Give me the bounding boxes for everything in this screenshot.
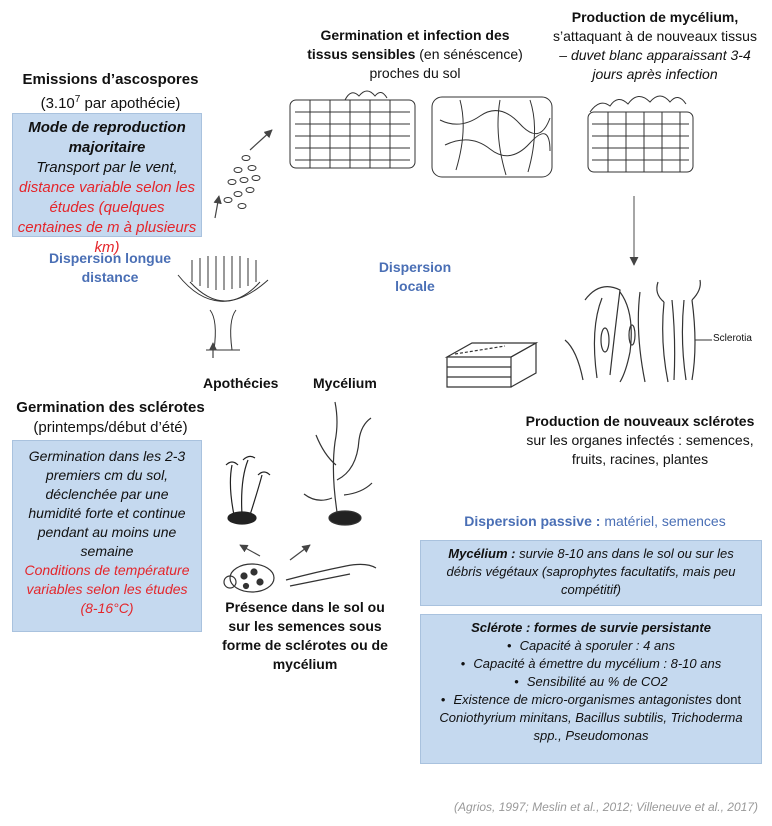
sclerote-cycle-illustration [223,563,377,593]
tissue-illustration-1 [289,90,416,169]
sclerote-item-4: Existence de micro-organismes antagonist… [429,691,753,745]
germ-box-red: Conditions de température variables selo… [24,562,190,616]
dispersion-passive-caption: Dispersion passive : matériel, semences [464,513,726,529]
infected-pods-illustration [564,286,646,383]
germinating-sclerote-illustration [225,455,271,525]
mycelium-survival-box: Mycélium : survie 8-10 ans dans le sol o… [420,540,762,606]
apothecium-illustration [177,256,269,351]
germination-conditions-box: Germination dans les 2-3 premiers cm du … [12,440,202,632]
sclerote-survival-box: Sclérote : formes de survie persistante … [420,614,762,764]
mode-line1: Transport par le vent, [36,159,178,176]
ascospores-illustration [223,155,261,209]
germ-sclerotes-block: Germination des sclérotes (printemps/déb… [8,398,213,438]
tissue-illustration-2 [431,96,553,178]
reproduction-mode-box: Mode de reproduction majoritaire Transpo… [12,113,202,256]
sclerote-item-2: Capacité à émettre du mycélium : 8-10 an… [429,655,753,673]
dispersion-longue-label: Dispersion longue distance [48,250,172,285]
new-sclerotes-caption: Production de nouveaux sclérotes sur les… [525,413,755,467]
emissions-sub: (3.107 par apothécie) [40,94,181,112]
presence-caption: Présence dans le sol ou sur les semences… [222,599,388,672]
sclerote-box-list: Capacité à sporuler : 4 ans Capacité à é… [429,637,753,745]
prod-myc-italic: – duvet blanc apparaissant 3-4 jours apr… [559,47,751,82]
germination-infection-caption: Germination et infection des tissus sens… [307,27,523,81]
apothecies-label: Apothécies [203,375,279,391]
germ-sclerotes-sub: (printemps/début d’été) [33,419,188,436]
mode-title: Mode de reproduction majoritaire [28,119,186,156]
mode-red-text: distance variable selon les études (quel… [17,179,197,256]
sclerotia-label: Sclerotia [713,333,752,344]
prod-myc-line1: s’attaquant à de nouveaux tissus [553,28,757,44]
sclerote-item-1: Capacité à sporuler : 4 ans [429,637,753,655]
sclerote-box-title: Sclérote : formes de survie persistante [471,620,711,635]
seed-box-illustration [444,341,539,388]
germ-sclerotes-title: Germination des sclérotes [16,399,205,416]
stem-illustration [656,279,701,383]
germ-box-text: Germination dans les 2-3 premiers cm du … [28,448,186,559]
sclerote-item-3: Sensibilité au % de CO2 [429,673,753,691]
mycelium-production-caption: Production de mycélium, s’attaquant à de… [545,8,765,84]
tissue-illustration-3 [587,95,694,173]
emissions-block: Emissions d’ascospores (3.107 par apothé… [18,70,203,114]
mycelium-illustration [303,401,373,526]
dispersion-locale-label: Dispersion locale [378,259,452,294]
emissions-title: Emissions d’ascospores [22,71,199,88]
prod-myc-title: Production de mycélium, [571,9,739,25]
mycelium-label: Mycélium [313,375,377,391]
citation: (Agrios, 1997; Meslin et al., 2012; Vill… [454,800,758,814]
